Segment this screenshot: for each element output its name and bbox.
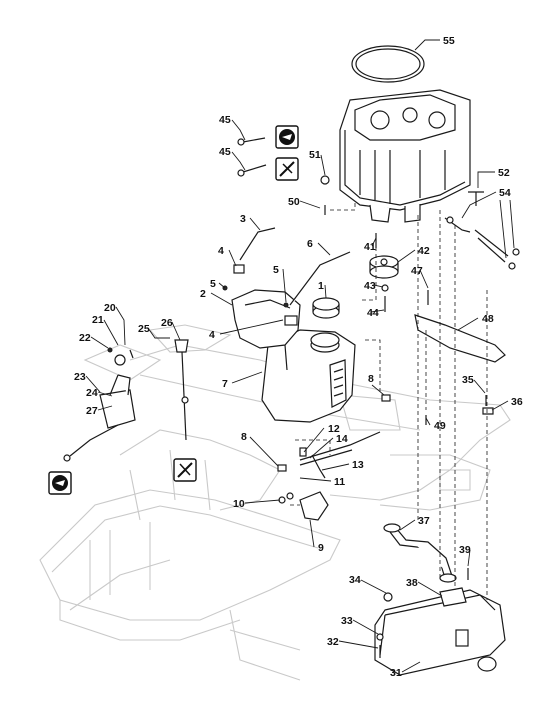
engine bbox=[339, 89, 471, 223]
callout-42: 42 bbox=[418, 245, 430, 257]
belt-ring bbox=[351, 45, 425, 83]
callout-47: 47 bbox=[411, 265, 423, 277]
callout-13: 13 bbox=[352, 459, 364, 471]
callout-43: 43 bbox=[364, 280, 376, 292]
exhaust-pipe bbox=[383, 523, 457, 583]
nut-51 bbox=[320, 175, 330, 185]
callout-45: 45 bbox=[219, 146, 231, 158]
leader-lines bbox=[85, 39, 515, 673]
chassis-frame-ghost bbox=[39, 324, 511, 681]
callout-8: 8 bbox=[241, 431, 247, 443]
callout-20: 20 bbox=[104, 302, 116, 314]
callout-4: 4 bbox=[209, 329, 215, 341]
callout-49: 49 bbox=[434, 420, 446, 432]
callout-27: 27 bbox=[86, 405, 98, 417]
alignment-lines bbox=[290, 200, 488, 600]
fuel-hose bbox=[284, 344, 288, 371]
bolt-52 bbox=[468, 191, 484, 206]
fuel-line-3 bbox=[239, 227, 276, 261]
washer-43 bbox=[381, 284, 389, 292]
washer-33 bbox=[376, 633, 384, 641]
callout-32: 32 bbox=[327, 636, 339, 648]
clip-8a bbox=[277, 464, 287, 472]
callout-33: 33 bbox=[341, 615, 353, 627]
callout-39: 39 bbox=[459, 544, 471, 556]
callout-25: 25 bbox=[138, 323, 150, 335]
clip-4 bbox=[233, 264, 245, 274]
callout-38: 38 bbox=[406, 577, 418, 589]
muffler bbox=[374, 589, 506, 676]
callout-1: 1 bbox=[318, 280, 324, 292]
rabbit-icon bbox=[275, 125, 299, 149]
rabbit-icon bbox=[48, 471, 72, 495]
callout-6: 6 bbox=[307, 238, 313, 250]
fuel-line-6 bbox=[289, 251, 351, 306]
callout-23: 23 bbox=[74, 371, 86, 383]
callout-52: 52 bbox=[498, 167, 510, 179]
callout-3: 3 bbox=[240, 213, 246, 225]
callout-48: 48 bbox=[482, 313, 494, 325]
callout-55: 55 bbox=[443, 35, 455, 47]
callout-12: 12 bbox=[328, 423, 340, 435]
bracket-9 bbox=[299, 491, 329, 521]
callout-8: 8 bbox=[368, 373, 374, 385]
choke-icon bbox=[173, 458, 197, 482]
exhaust-fittings-54 bbox=[444, 216, 520, 270]
callout-50: 50 bbox=[288, 196, 300, 208]
clip-8b bbox=[381, 394, 391, 402]
tank-cover bbox=[231, 289, 301, 349]
callout-34: 34 bbox=[349, 574, 361, 586]
throttle-cable-right bbox=[299, 431, 381, 479]
callout-51: 51 bbox=[309, 149, 321, 161]
callout-41: 41 bbox=[364, 241, 376, 253]
bracket-48 bbox=[414, 314, 506, 363]
callout-11: 11 bbox=[334, 476, 345, 488]
clip-5b bbox=[283, 302, 289, 308]
callout-54: 54 bbox=[499, 187, 511, 199]
callout-9: 9 bbox=[318, 542, 324, 554]
nut-36 bbox=[482, 407, 494, 415]
callout-36: 36 bbox=[511, 396, 523, 408]
callout-4: 4 bbox=[218, 245, 224, 257]
turtle-icon bbox=[275, 157, 299, 181]
callout-2: 2 bbox=[200, 288, 206, 300]
nut-34 bbox=[383, 592, 393, 602]
clamp-38 bbox=[439, 587, 467, 607]
cable-ends-45 bbox=[237, 137, 267, 177]
callout-26: 26 bbox=[161, 317, 173, 329]
callout-5: 5 bbox=[210, 278, 216, 290]
callout-5: 5 bbox=[273, 264, 279, 276]
fuel-filter bbox=[369, 255, 399, 279]
callout-45: 45 bbox=[219, 114, 231, 126]
callout-22: 22 bbox=[79, 332, 91, 344]
throttle-control bbox=[63, 347, 136, 462]
callout-24: 24 bbox=[86, 387, 98, 399]
clip-4b bbox=[284, 315, 298, 326]
fuel-cap bbox=[312, 297, 340, 319]
callout-10: 10 bbox=[233, 498, 245, 510]
choke-cable bbox=[174, 339, 189, 441]
callout-21: 21 bbox=[92, 314, 104, 326]
callout-31: 31 bbox=[390, 667, 402, 679]
callout-14: 14 bbox=[336, 433, 348, 445]
nut-10b bbox=[286, 492, 294, 500]
callout-37: 37 bbox=[418, 515, 430, 527]
callout-44: 44 bbox=[367, 307, 379, 319]
callout-7: 7 bbox=[222, 378, 228, 390]
callout-35: 35 bbox=[462, 374, 474, 386]
